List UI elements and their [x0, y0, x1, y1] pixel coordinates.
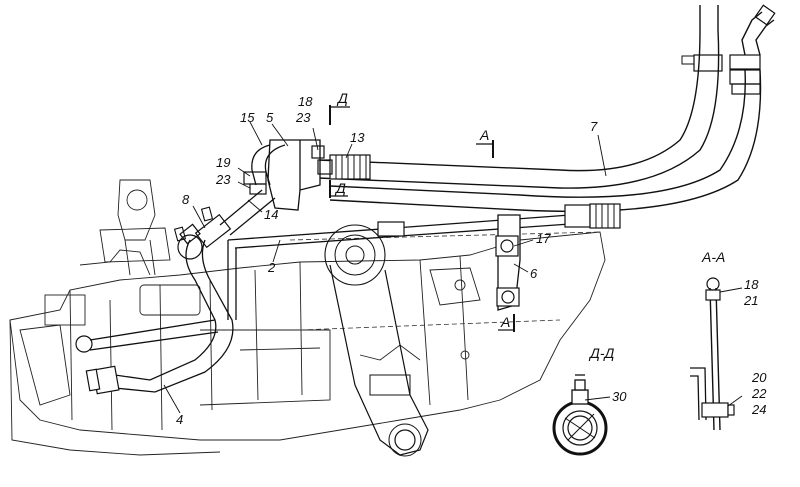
hose-13	[329, 154, 371, 180]
detail-aa	[690, 277, 735, 431]
section-title-dd: Д-Д	[588, 345, 615, 361]
label-22: 22	[751, 386, 767, 401]
leader-lines	[163, 121, 743, 414]
section-mark-a-top: А	[479, 127, 489, 143]
label-30: 30	[612, 389, 627, 404]
label-5: 5	[266, 110, 274, 125]
detail-dd	[552, 374, 608, 456]
label-7: 7	[590, 119, 598, 134]
gearbox-housing	[9, 179, 606, 456]
label-6: 6	[530, 266, 538, 281]
pipe-14	[173, 189, 276, 249]
label-14: 14	[264, 207, 278, 222]
label-19: 19	[216, 155, 230, 170]
label-8: 8	[182, 192, 190, 207]
fitting-5	[243, 139, 333, 211]
pipe-7	[317, 4, 776, 213]
section-mark-a-bottom: А	[500, 314, 510, 330]
label-20: 20	[751, 370, 767, 385]
label-15: 15	[240, 110, 255, 125]
bracket-6	[495, 214, 521, 311]
label-23-lower: 23	[215, 172, 231, 187]
label-24: 24	[751, 402, 766, 417]
section-title-aa: А-А	[701, 249, 725, 265]
label-17: 17	[536, 231, 551, 246]
label-18: 18	[298, 94, 313, 109]
label-21: 21	[743, 293, 758, 308]
pipe-2	[227, 203, 621, 320]
section-mark-d-top: Д	[336, 90, 348, 106]
label-4: 4	[176, 412, 183, 427]
section-cut-marks	[329, 105, 515, 332]
section-letters: Д Д А А Д-Д А-А	[334, 90, 725, 361]
label-2: 2	[267, 260, 276, 275]
label-23: 23	[295, 110, 311, 125]
section-mark-d-bottom: Д	[334, 180, 346, 196]
pipe-4	[75, 234, 234, 395]
label-13: 13	[350, 130, 365, 145]
part-labels: 18 23 15 5 13 19 23 8 14 7 17 2 6 4 30 1…	[176, 94, 767, 427]
pitman-arm	[324, 224, 429, 457]
label-18-aa: 18	[744, 277, 759, 292]
